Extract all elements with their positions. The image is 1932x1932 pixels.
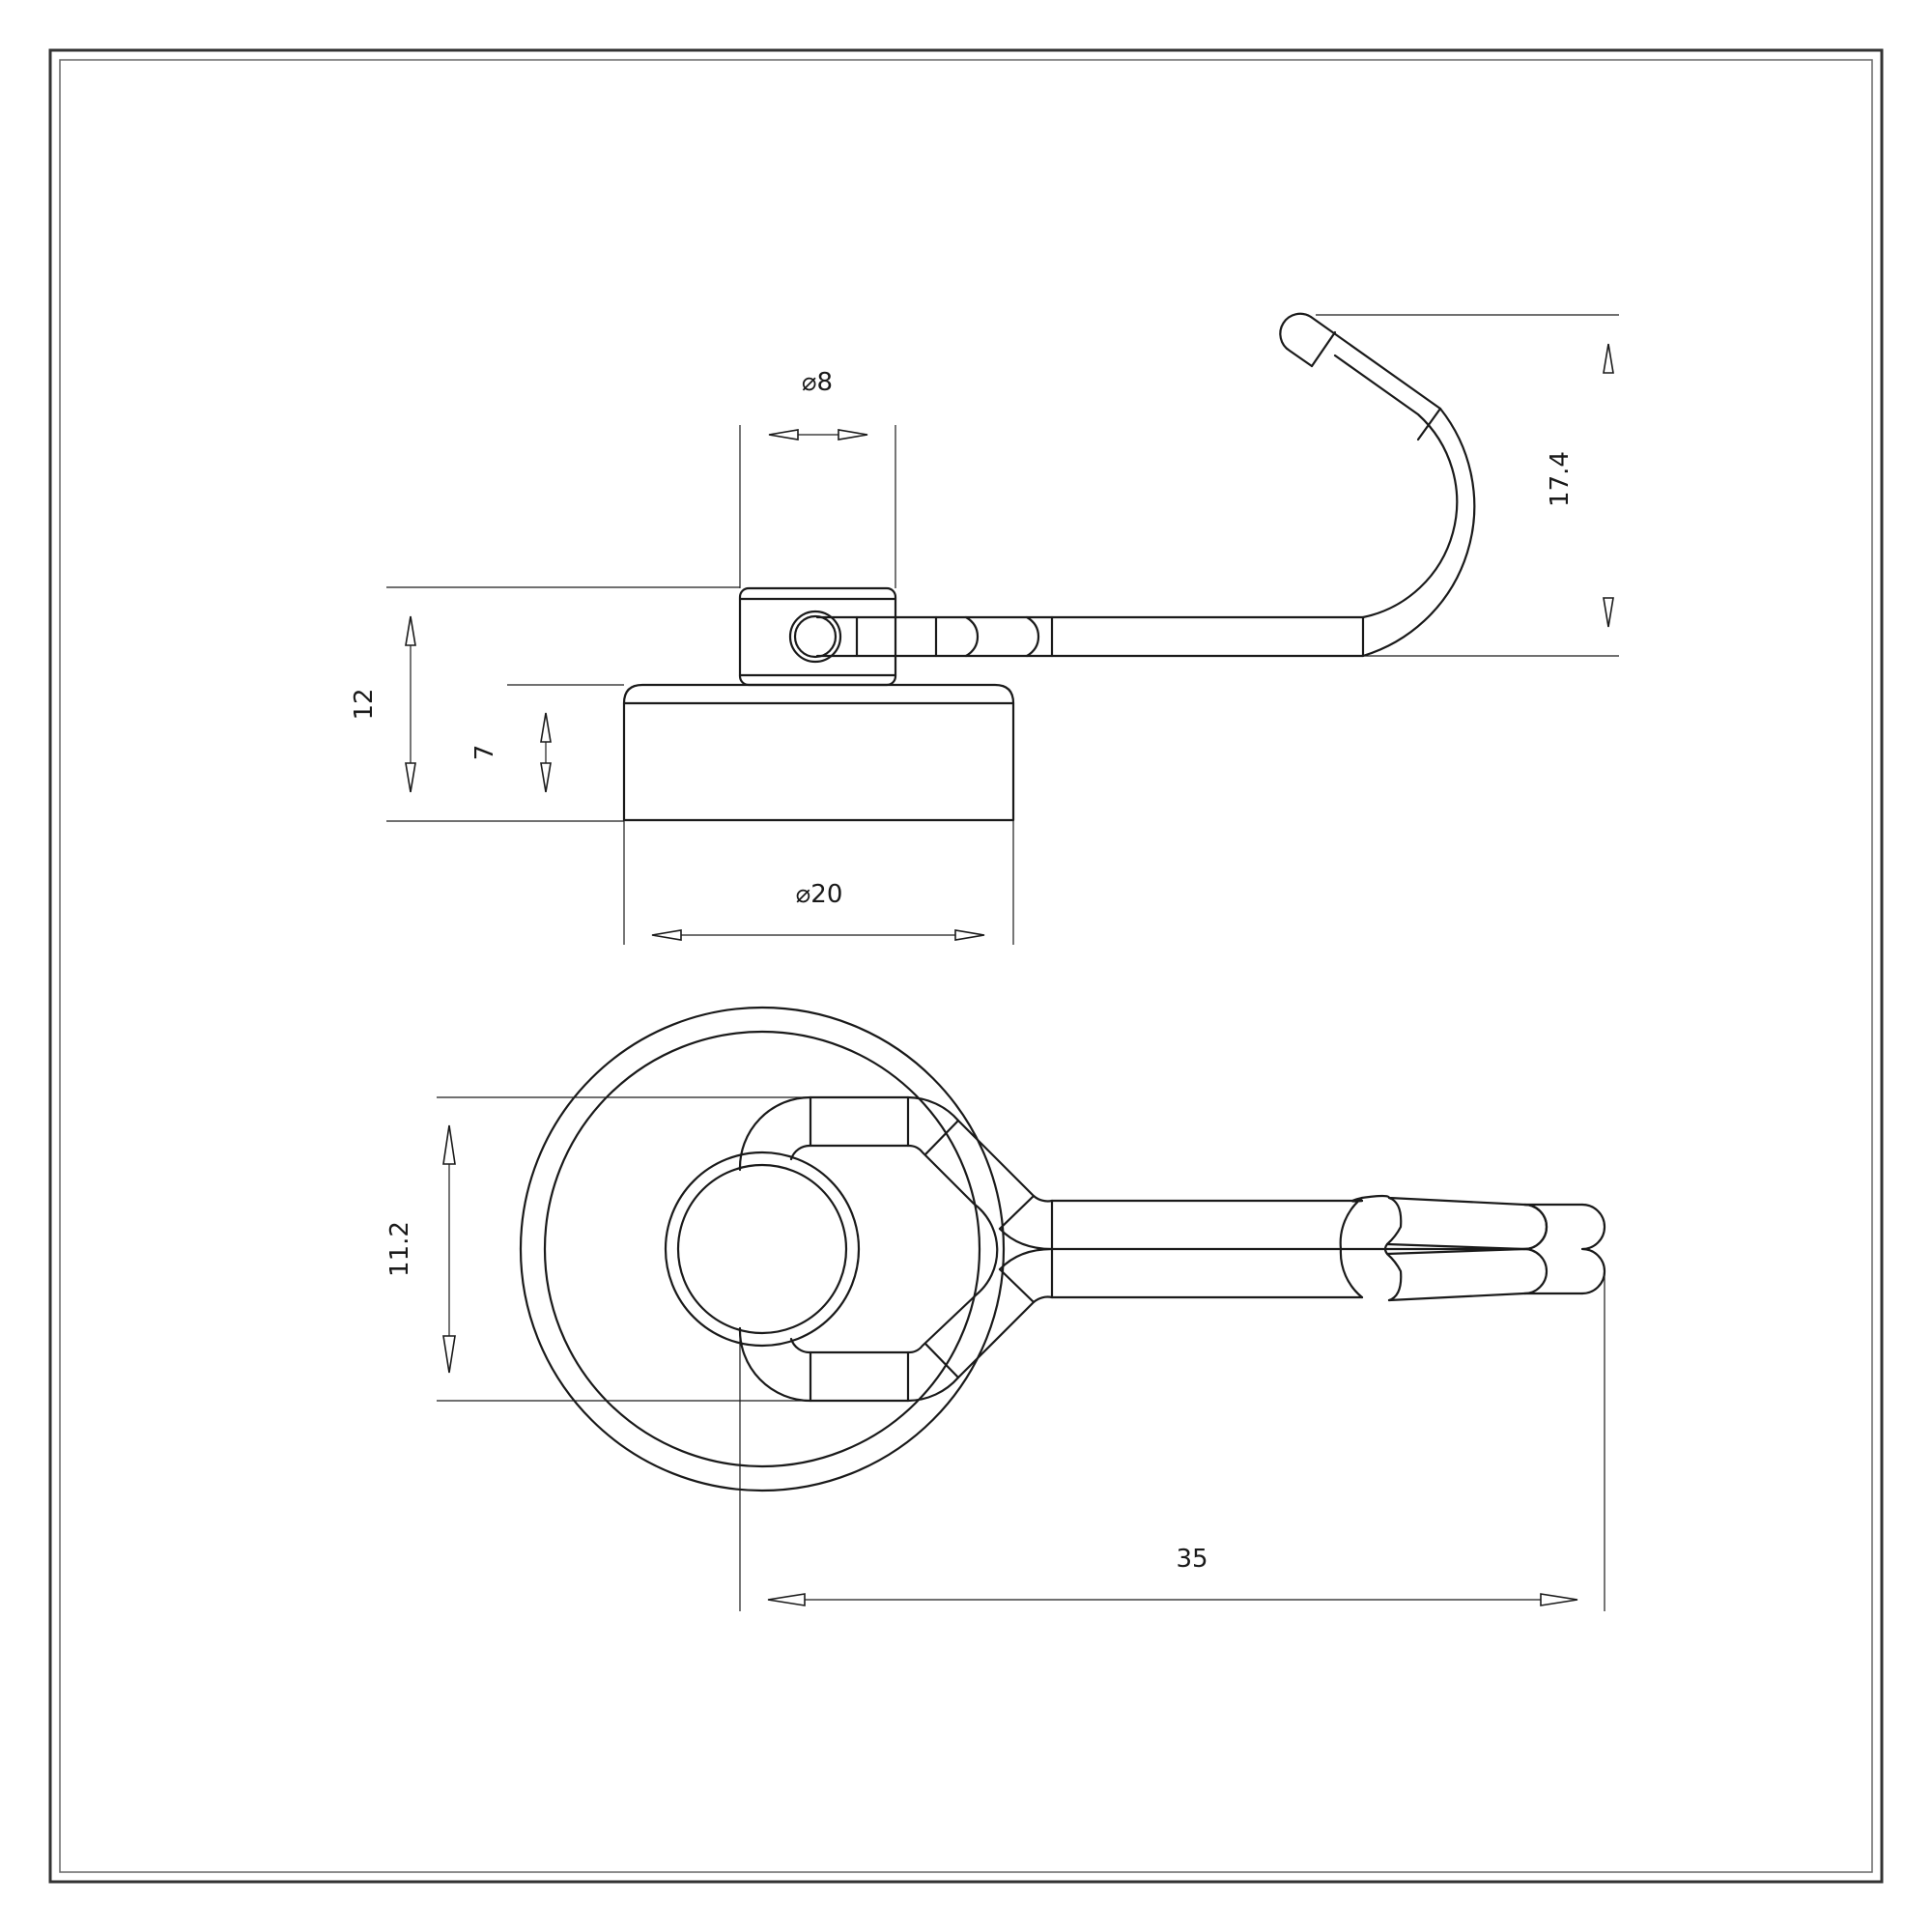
length-label: 35 — [1176, 1545, 1208, 1574]
hook-eye — [788, 610, 842, 664]
magnet-height-label: 7 — [470, 745, 499, 761]
swivel-block — [738, 586, 897, 687]
top-extension-lines — [437, 1096, 1605, 1611]
total-height-label: 12 — [350, 688, 379, 720]
eye-ring — [738, 1095, 1054, 1403]
swivel-top — [664, 1151, 861, 1348]
ring-width-label: 11.2 — [385, 1221, 414, 1277]
dimension-total-height: 12 — [350, 615, 416, 793]
base-diameter-label: ⌀20 — [796, 880, 843, 909]
side-extension-lines — [386, 314, 1619, 945]
shank-diameter-label: ⌀8 — [802, 368, 833, 397]
hook-wire — [815, 312, 1476, 658]
hook-shank-top — [1050, 1194, 1606, 1302]
top-view: 11.2 35 — [385, 1006, 1606, 1611]
inner-border — [59, 59, 1873, 1873]
dimension-hook-height: 17.4 — [1546, 343, 1614, 628]
dimension-base-diameter: ⌀20 — [651, 880, 985, 941]
outer-border — [48, 48, 1884, 1884]
magnet-base — [622, 683, 1015, 822]
hook-height-label: 17.4 — [1546, 451, 1575, 507]
dimension-ring-width: 11.2 — [385, 1124, 456, 1374]
drawing-frame — [48, 48, 1884, 1884]
magnet-disc — [519, 1006, 1006, 1492]
dimension-shank-diameter: ⌀8 — [768, 368, 868, 440]
side-view: ⌀8 ⌀20 12 7 17.4 — [350, 312, 1619, 945]
dimension-length: 35 — [767, 1545, 1578, 1606]
dimension-magnet-height: 7 — [470, 712, 552, 793]
